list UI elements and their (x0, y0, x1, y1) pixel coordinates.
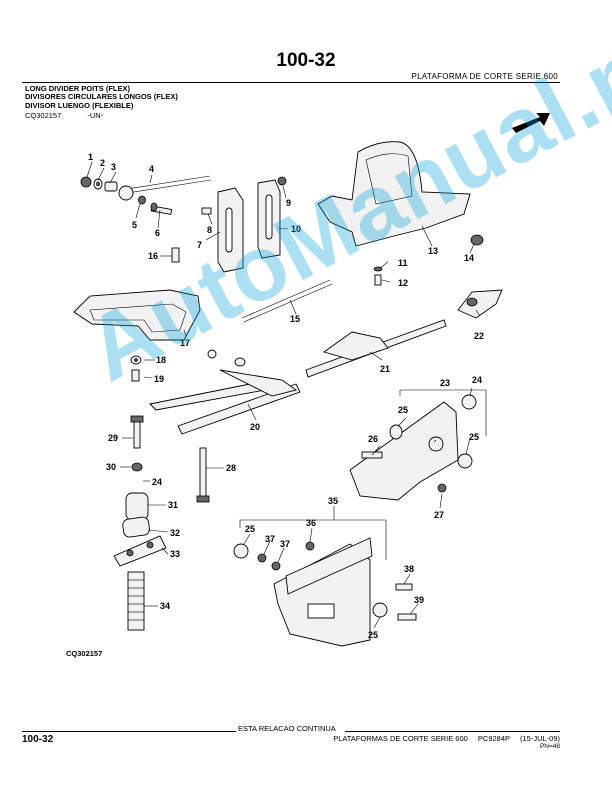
part-group-spring-assembly (113, 492, 167, 631)
callout-24a: 24 (472, 375, 482, 385)
callout-11: 11 (398, 258, 408, 268)
part-bracket-23 (349, 389, 487, 501)
callout-31: 31 (168, 500, 178, 510)
callout-35: 35 (328, 496, 338, 506)
callout-16: 16 (148, 251, 158, 261)
figure-id-row: CQ302157 -UN- (25, 111, 127, 120)
title-portuguese: DIVISORES CIRCULARES LONGOS (FLEX) (25, 92, 178, 102)
footer-pn: PN=48 (539, 743, 560, 750)
footer-date: (15-JUL-09) (519, 734, 560, 743)
callout-17: 17 (180, 338, 190, 348)
callout-6: 6 (155, 228, 160, 238)
callout-8: 8 (207, 225, 212, 235)
callout-36: 36 (306, 518, 316, 528)
part-divider-point-13 (317, 141, 471, 247)
callout-21: 21 (380, 364, 390, 374)
figure-caption: CQ302157 (66, 649, 103, 658)
callout-4: 4 (149, 164, 154, 174)
callout-25a: 25 (398, 405, 408, 415)
continue-rule-right (345, 731, 560, 732)
callout-23: 23 (440, 378, 450, 388)
callout-28: 28 (226, 463, 236, 473)
callout-37a: 37 (265, 534, 275, 544)
callout-25b: 25 (469, 432, 479, 442)
direction-arrow-icon (512, 113, 550, 133)
callout-12: 12 (398, 278, 408, 288)
callout-5: 5 (132, 220, 137, 230)
callout-3: 3 (111, 162, 116, 172)
callout-1: 1 (88, 152, 93, 162)
callout-numbers: 1 2 3 4 5 6 7 8 9 10 11 12 13 14 15 16 1… (88, 152, 484, 640)
callout-29: 29 (108, 433, 118, 443)
continue-rule-left (22, 731, 236, 732)
callout-33: 33 (170, 549, 180, 559)
leader-lines (86, 161, 481, 629)
section-titles: LONG DIVIDER POITS (FLEX) DIVISORES CIRC… (25, 84, 178, 110)
callout-7: 7 (197, 240, 202, 250)
callout-22: 22 (474, 331, 484, 341)
callout-34: 34 (160, 601, 170, 611)
continues-notice: ESTA RELACAO CONTINUA (238, 724, 336, 733)
part-group-rod-hardware (80, 175, 212, 215)
header-rule (22, 82, 560, 83)
callout-2: 2 (100, 158, 105, 168)
callout-19: 19 (154, 374, 164, 384)
footer-info: PLATAFORMAS DE CORTE SERIE 600 PC9284P (… (325, 734, 560, 743)
footer-page-number: 100-32 (22, 734, 54, 745)
figure-code: -UN- (87, 111, 104, 120)
part-bar-21 (305, 319, 447, 378)
title-spanish: DIVISOR LUENGO (FLEXIBLE) (25, 100, 134, 110)
callout-10: 10 (291, 224, 301, 234)
part-arm-20 (149, 349, 301, 435)
callout-25c: 25 (245, 524, 255, 534)
part-tip-22 (457, 289, 503, 319)
part-bolt-16 (171, 247, 180, 263)
callout-20: 20 (250, 422, 260, 432)
callout-30: 30 (106, 462, 116, 472)
callout-15: 15 (290, 314, 300, 324)
callout-27: 27 (434, 510, 444, 520)
series-title: PLATAFORMA DE CORTE SERIE 600 (411, 72, 558, 81)
footer-book-title: PLATAFORMAS DE CORTE SERIE 600 (333, 734, 468, 743)
part-bracket-35 (233, 519, 417, 647)
callout-38: 38 (404, 564, 414, 574)
callout-9: 9 (286, 198, 291, 208)
callout-32: 32 (170, 528, 180, 538)
callout-13: 13 (428, 246, 438, 256)
title-english: LONG DIVIDER POITS (FLEX) (25, 84, 131, 93)
part-skid-17 (73, 289, 201, 341)
callout-14: 14 (464, 253, 474, 263)
callout-25d: 25 (368, 630, 378, 640)
figure-id: CQ302157 (25, 111, 62, 120)
callout-37b: 37 (280, 539, 290, 549)
callout-24b: 24 (152, 477, 162, 487)
part-group-brackets (201, 176, 287, 273)
footer-pc-number: PC9284P (477, 734, 510, 743)
callout-18: 18 (156, 355, 166, 365)
callout-26: 26 (368, 434, 378, 444)
page-number-top: 100-32 (276, 50, 336, 71)
callout-39: 39 (414, 595, 424, 605)
